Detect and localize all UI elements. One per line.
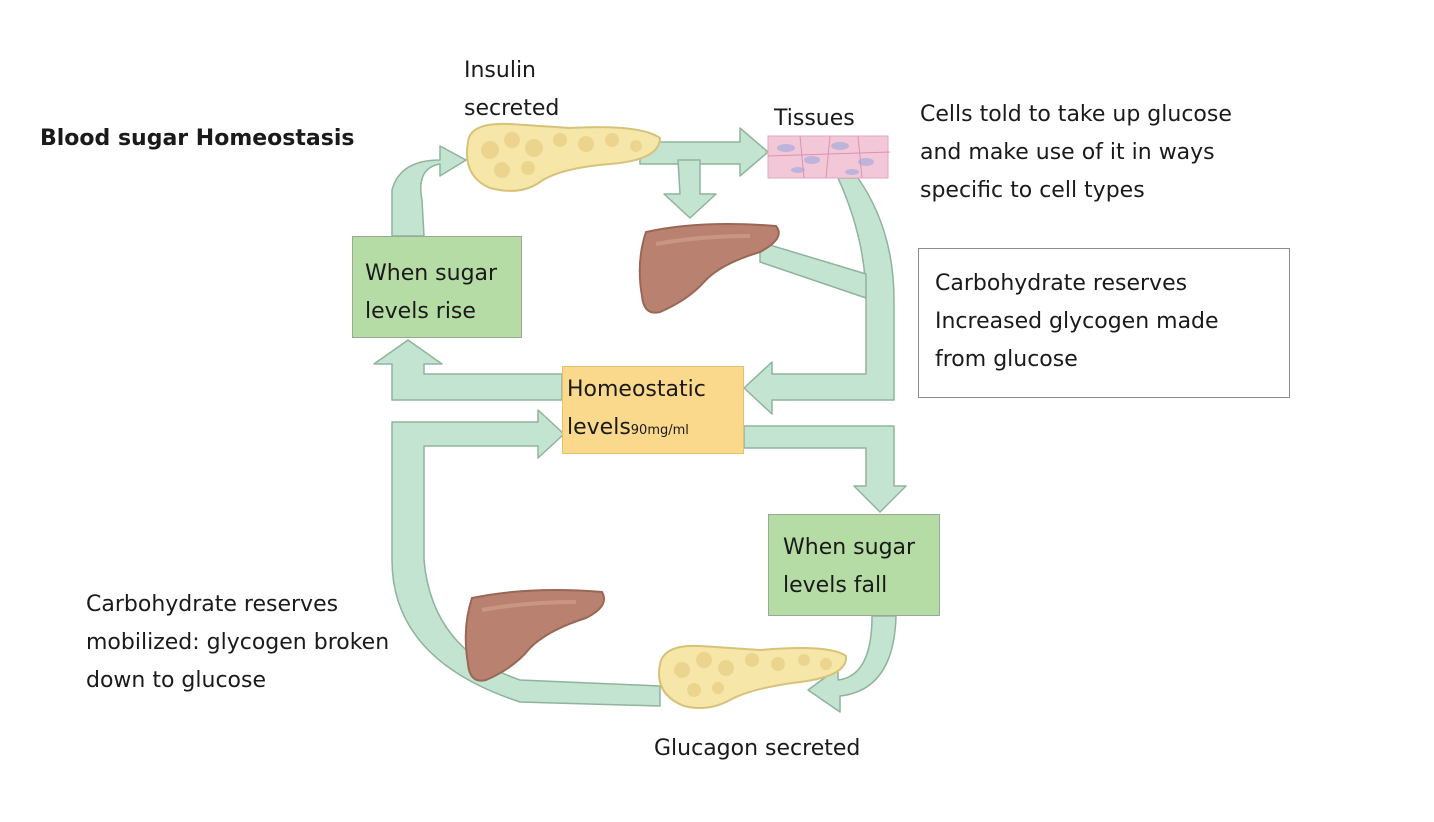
cells-note-line3: specific to cell types (920, 178, 1145, 203)
rise-box-line1: When sugar (365, 261, 498, 286)
homeostatic-line1: Homeostatic (567, 377, 706, 402)
arrow-fall-to-glucagon (807, 615, 897, 713)
fall-box-line1: When sugar (783, 535, 916, 560)
arrow-rise-to-pancreas (391, 145, 467, 237)
arrow-liver-merge (759, 241, 867, 299)
liver-icon (638, 223, 780, 314)
homeostatic-line2: levels (567, 415, 631, 440)
arrow-homeostatic-to-fall (743, 425, 907, 513)
reserves-increase-box: Carbohydrate reserves Increased glycogen… (918, 248, 1290, 398)
reserves-mobilized-line2: mobilized: glycogen broken (86, 630, 390, 655)
arrow-pancreas-to-tissues (639, 127, 769, 177)
homeostatic-value: 90mg/ml (630, 423, 689, 438)
pancreas-icon (466, 122, 662, 192)
tissues-label: Tissues (774, 106, 855, 131)
tissue-icon (767, 135, 891, 179)
reserves-mobilized-line3: down to glucose (86, 668, 267, 693)
arrow-loop-to-homeostatic (391, 409, 661, 707)
reserves-increase-line3: from glucose (935, 347, 1078, 372)
cells-note-line2: and make use of it in ways (920, 140, 1215, 165)
fall-box: When sugar levels fall (768, 514, 940, 616)
arrow-pancreas-to-liver (663, 159, 717, 219)
homeostatic-box: Homeostatic levels90mg/ml (562, 366, 744, 454)
liver-icon (464, 589, 605, 682)
reserves-increase-line2: Increased glycogen made (935, 309, 1219, 334)
insulin-label-line1: Insulin (464, 58, 537, 83)
fall-box-line2: levels fall (783, 573, 888, 598)
arrow-tissues-to-homeostatic (743, 177, 895, 415)
insulin-label-line2: secreted (464, 96, 560, 121)
pancreas-icon (658, 644, 848, 709)
glucagon-label: Glucagon secreted (654, 736, 861, 761)
arrow-homeostatic-to-rise (373, 339, 563, 401)
cells-note-line1: Cells told to take up glucose (920, 102, 1232, 127)
reserves-mobilized-line1: Carbohydrate reserves (86, 592, 339, 617)
rise-box-line2: levels rise (365, 299, 476, 324)
diagram-title: Blood sugar Homeostasis (40, 126, 355, 151)
rise-box: When sugar levels rise (352, 236, 522, 338)
reserves-increase-line1: Carbohydrate reserves (935, 271, 1188, 296)
